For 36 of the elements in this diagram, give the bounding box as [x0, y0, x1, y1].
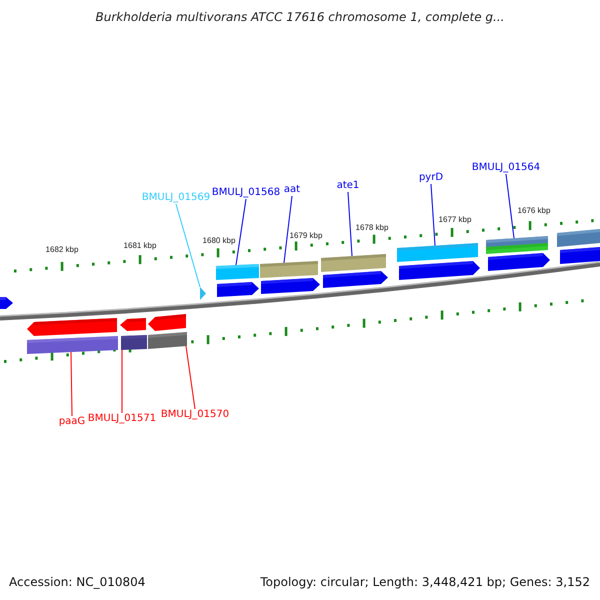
gene-label: BMULJ_01569	[142, 192, 210, 204]
gene-feature	[120, 318, 147, 350]
position-label: 1682 kbp	[46, 245, 78, 254]
position-label: 1676 kbp	[518, 206, 550, 215]
gene-feature	[216, 264, 259, 297]
position-label: 1681 kbp	[124, 241, 156, 250]
leader-line	[506, 174, 514, 239]
title: Burkholderia multivorans ATCC 17616 chromosome 1, complete g...	[94, 10, 506, 24]
gene-label: BMULJ_01568	[212, 187, 280, 199]
position-label: 1679 kbp	[290, 231, 322, 240]
leader-line	[186, 346, 196, 410]
position-label: 1677 kbp	[438, 215, 472, 224]
leader-line	[430, 184, 436, 246]
gene-label: pyrD	[418, 172, 444, 184]
gene-label: ate1	[336, 180, 360, 192]
position-label: 1680 kbp	[202, 236, 236, 245]
gene-feature	[27, 318, 118, 354]
gene-feature	[260, 261, 320, 294]
leader-line	[176, 204, 200, 288]
gene-label: aat	[284, 184, 300, 196]
accession-text: Accession: NC_010804	[9, 575, 146, 589]
leader-line	[284, 196, 292, 264]
position-label: 1678 kbp	[356, 223, 388, 232]
gene-feature	[321, 254, 388, 288]
gene-feature	[397, 243, 480, 280]
gene-feature	[148, 314, 187, 349]
gene-label: BMULJ_01571	[88, 413, 156, 425]
leader-line	[70, 352, 72, 416]
gene-feature	[486, 236, 550, 271]
genome-stats-text: Topology: circular; Length: 3,448,421 bp; Genes: 3,152	[260, 575, 590, 589]
leader-line	[348, 192, 352, 257]
gene-label: BMULJ_01570	[160, 409, 230, 421]
leader-line	[236, 198, 246, 266]
gene-label: BMULJ_01564	[472, 162, 540, 174]
gene-marker	[200, 287, 206, 300]
gene-label: paaG	[58, 416, 86, 428]
